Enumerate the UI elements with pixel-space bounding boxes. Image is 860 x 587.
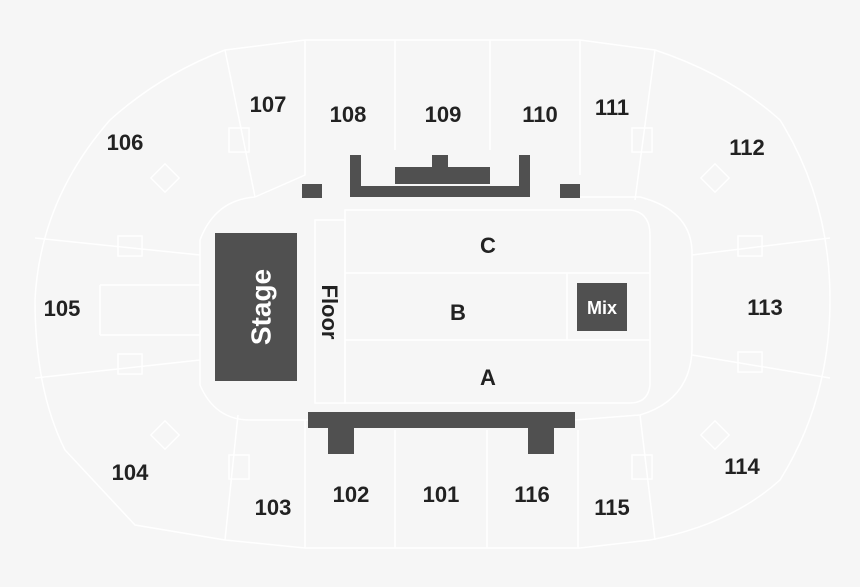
section-108[interactable]: 108 [330, 102, 367, 127]
stage-label: Stage [245, 269, 276, 345]
section-102[interactable]: 102 [333, 482, 370, 507]
stage [215, 233, 297, 381]
section-113[interactable]: 113 [747, 295, 783, 320]
section-114[interactable]: 114 [724, 454, 760, 479]
section-107[interactable]: 107 [250, 92, 287, 117]
floor-section-b[interactable]: B [450, 300, 466, 325]
section-116[interactable]: 116 [514, 482, 550, 507]
section-105[interactable]: 105 [44, 296, 81, 321]
floor-section-c[interactable]: C [480, 233, 496, 258]
section-111[interactable]: 111 [595, 95, 629, 120]
section-outlines [34, 39, 831, 549]
section-115[interactable]: 115 [594, 495, 630, 520]
section-110[interactable]: 110 [522, 102, 558, 127]
floor-section-a[interactable]: A [480, 365, 496, 390]
section-104[interactable]: 104 [112, 460, 149, 485]
floor-label: Floor [317, 285, 342, 340]
stage-structures [302, 155, 580, 454]
section-109[interactable]: 109 [425, 102, 462, 127]
mix-label: Mix [587, 298, 617, 318]
section-112[interactable]: 112 [729, 135, 765, 160]
section-106[interactable]: 106 [107, 130, 144, 155]
section-101[interactable]: 101 [423, 482, 460, 507]
section-labels: 101 102 103 104 105 106 107 108 109 110 … [44, 92, 783, 520]
section-103[interactable]: 103 [255, 495, 292, 520]
mix-position [577, 283, 627, 331]
